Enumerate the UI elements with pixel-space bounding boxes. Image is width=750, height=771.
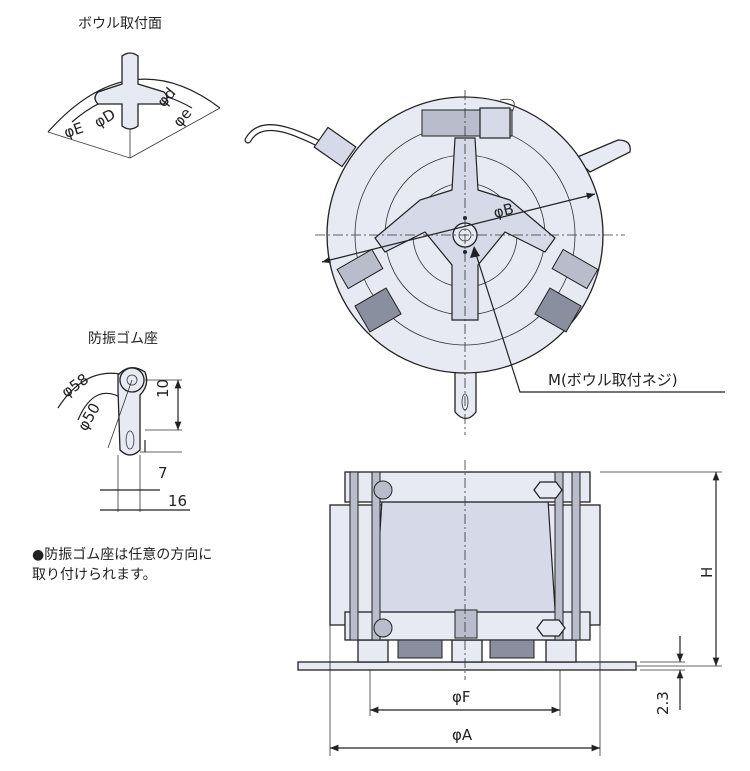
cable-gland — [313, 126, 357, 168]
dim-2-3-label: 2.3 — [654, 691, 672, 715]
spring-clamp-left-lower — [354, 287, 402, 333]
phi-B-label: φB — [492, 200, 516, 222]
note-line-2: 取り付けられます。 — [32, 567, 157, 583]
bolt-bottom-left — [373, 618, 393, 638]
terminal-block-right — [489, 639, 535, 659]
bolt-top-left — [373, 480, 393, 500]
top-connector-block — [479, 107, 511, 139]
rubber-fan-line — [107, 379, 133, 449]
phi-d-label: φd — [153, 84, 179, 110]
bowl-mount-slot-shape — [94, 52, 168, 130]
base-plate — [297, 661, 637, 671]
bowl-mount-face-view: ボウル取付面 φE φD φd φe — [47, 16, 221, 159]
note-line-1: 防振ゴム座は任意の方向に — [44, 547, 213, 563]
rubber-mount-note: ●防振ゴム座は任意の方向に 取り付けられます。 — [32, 545, 212, 585]
top-view: φB M(ボウル取付ネジ) — [244, 90, 725, 435]
phi-50-label: φ50 — [74, 400, 104, 434]
bowl-mount-face-title: ボウル取付面 — [78, 16, 162, 32]
top-mount-tab-bottom — [454, 367, 477, 420]
rubber-mount-view: 防振ゴム座 φ58 φ50 10 7 16 — [57, 330, 190, 512]
H-label: H — [698, 567, 716, 578]
post-left-outer — [349, 471, 359, 641]
terminal-block-left — [397, 639, 443, 659]
side-view: H 2.3 φF φA — [297, 460, 722, 756]
post-right-inner — [554, 471, 564, 641]
phi-B-dimension-line — [321, 192, 596, 264]
post-right-outer — [571, 471, 581, 641]
spring-clamp-right-lower — [534, 287, 582, 333]
dim-10-label: 10 — [154, 379, 172, 398]
foot-center — [451, 639, 483, 663]
M-screw-label: M(ボウル取付ネジ) — [548, 371, 678, 389]
phi-F-label: φF — [452, 688, 471, 706]
M-leader-arrow — [470, 246, 480, 258]
foot-left — [357, 639, 389, 663]
foot-right — [545, 639, 577, 663]
dim-16-label: 16 — [168, 492, 187, 510]
phi-A-label: φA — [452, 726, 473, 744]
post-left-inner — [371, 471, 381, 641]
note-bullet: ● — [32, 547, 45, 563]
top-mount-tab-right — [573, 139, 631, 173]
dim-7-label: 7 — [158, 464, 168, 482]
phi-E-label: φE — [62, 119, 86, 142]
top-connector-wire — [499, 98, 515, 113]
nut-bottom-right — [536, 619, 566, 637]
rubber-mount-title: 防振ゴム座 — [88, 330, 158, 347]
phi-58-label: φ58 — [58, 370, 92, 401]
M-leader-line — [473, 247, 725, 393]
center-bolt — [454, 609, 478, 639]
nut-top-right — [533, 481, 563, 499]
phi-D-label: φD — [91, 105, 119, 131]
rubber-mount-eye-hole — [126, 374, 138, 386]
rubber-mount-slot — [125, 430, 135, 450]
